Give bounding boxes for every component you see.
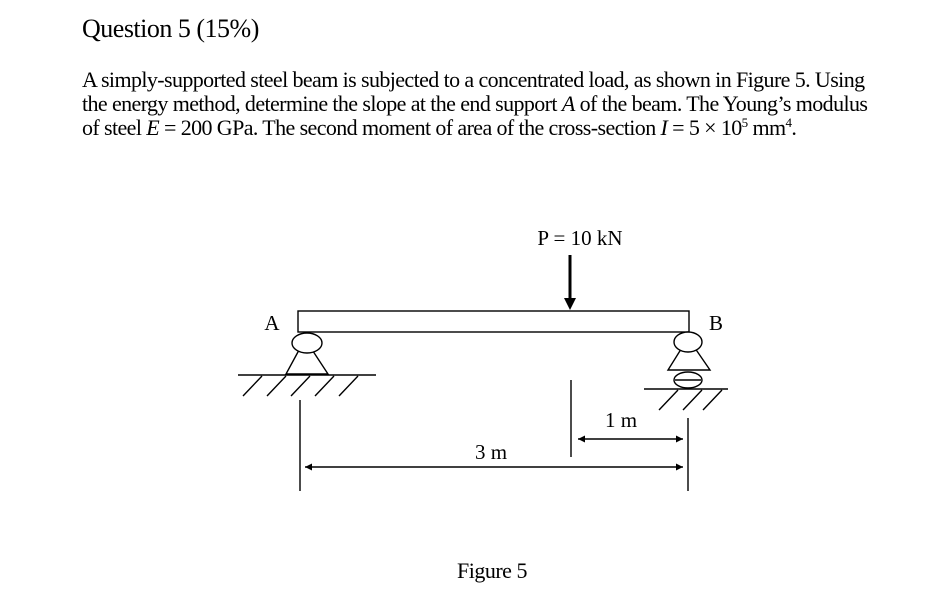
- support-a-ground: [238, 374, 376, 397]
- question-line-3-pre: of steel: [82, 115, 147, 140]
- support-a-variable: A: [561, 91, 575, 116]
- youngs-modulus-variable: E: [146, 115, 160, 140]
- question-line-3: of steel E = 200 GPa. The second moment …: [82, 116, 914, 140]
- support-b-ground: [644, 388, 728, 411]
- load-label: P = 10 kN: [537, 226, 622, 250]
- dim-label-3m: 3 m: [475, 440, 507, 464]
- figure-caption: Figure 5: [457, 558, 527, 583]
- support-a-pin: [284, 332, 330, 375]
- second-moment-exponent: 5: [741, 115, 748, 130]
- second-moment-unit: mm: [747, 115, 786, 140]
- load-arrow: [564, 255, 576, 310]
- question-line-1: A simply-supported steel beam is subject…: [82, 67, 865, 92]
- question-line-2-post: of the beam. The Young’s modulus: [574, 91, 868, 116]
- question-title: Question 5 (15%): [82, 14, 259, 43]
- dim-label-1m: 1 m: [605, 408, 637, 432]
- question-line-3-end: .: [791, 115, 797, 140]
- second-moment-variable: I: [660, 115, 668, 140]
- support-a-label: A: [264, 311, 280, 335]
- beam: [297, 310, 690, 333]
- support-b-label: B: [709, 311, 723, 335]
- question-line-2: the energy method, determine the slope a…: [82, 92, 914, 116]
- second-moment-unit-exponent: 4: [785, 115, 792, 130]
- question-line-2-pre: the energy method, determine the slope a…: [82, 91, 562, 116]
- support-b-roller: [666, 331, 712, 389]
- question-text: A simply-supported steel beam is subject…: [82, 68, 914, 140]
- second-moment-value: = 5 × 10: [667, 115, 742, 140]
- youngs-modulus-value: = 200 GPa. The second moment of area of …: [159, 115, 661, 140]
